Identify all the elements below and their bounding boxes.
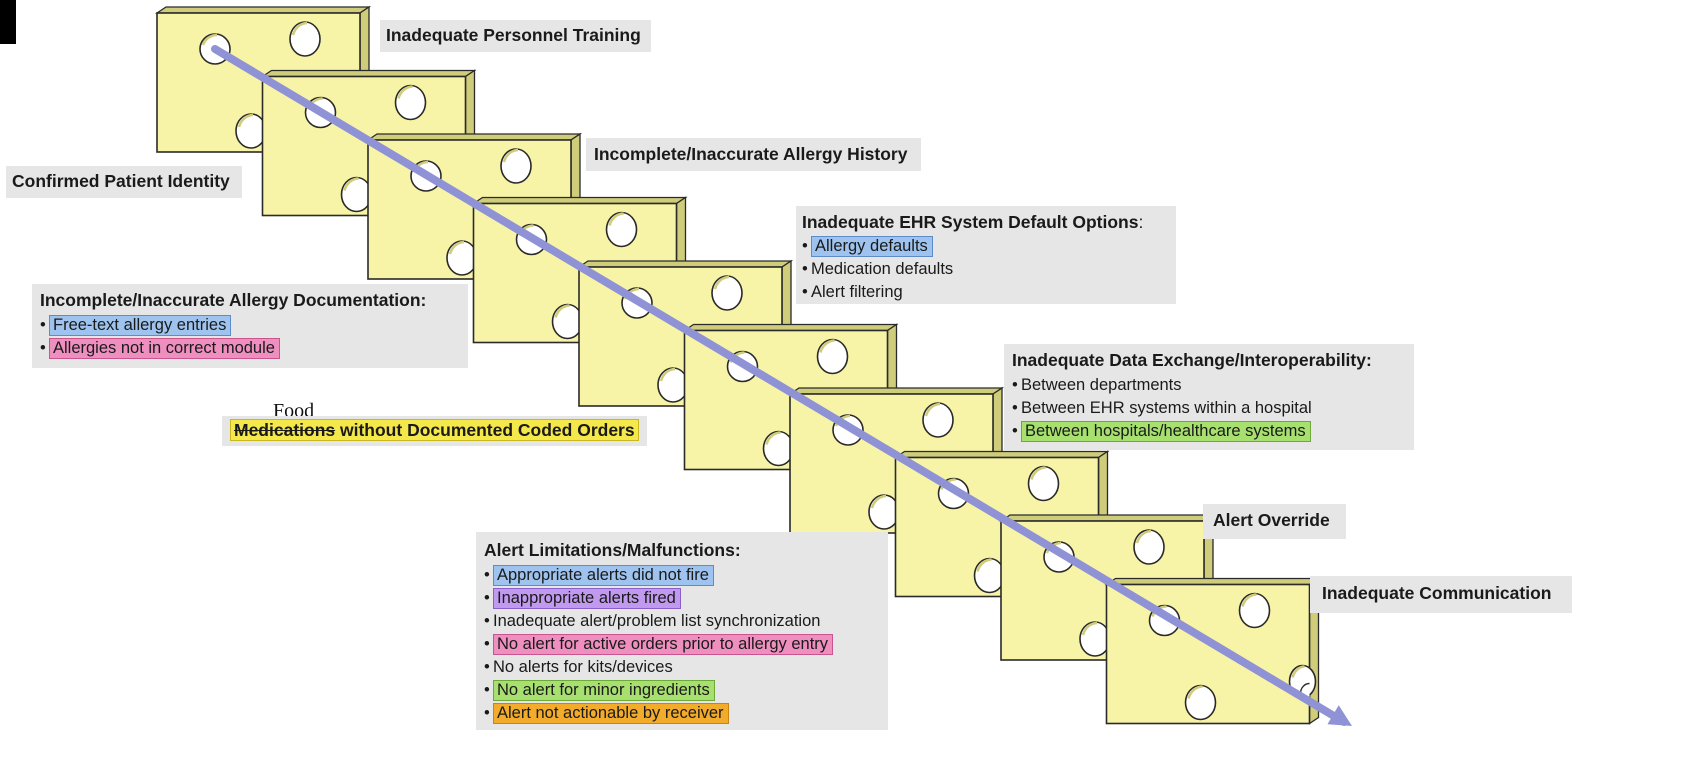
corner-mark [0,0,16,44]
list-item: •Alert not actionable by receiver [484,702,888,725]
cheese-hole [500,148,532,184]
label-ehr-defaults: Inadequate EHR System Default Options: •… [796,206,1176,304]
cheese-hole [605,211,638,248]
label-allergy-documentation: Incomplete/Inaccurate Allergy Documentat… [32,284,468,368]
list-item: •Inappropriate alerts fired [484,587,888,610]
list-item: •Free-text allergy entries [40,314,468,337]
list-item: •Medication defaults [802,260,954,278]
cheese-hole [1238,592,1271,629]
cheese-hole [973,557,1006,594]
label-communication: Inadequate Communication [1310,576,1572,613]
cheese-hole [1079,621,1111,657]
list-item: •No alert for minor ingredients [484,679,888,702]
cheese-hole [762,430,795,467]
label-patient-identity: Confirmed Patient Identity [6,166,242,198]
cheese-hole [340,176,373,213]
cheese-hole [922,402,954,438]
cheese-hole [1184,684,1217,721]
cheese-hole [816,338,849,375]
cheese-hole [868,494,900,530]
cheese-hole [235,113,267,149]
hazard-arrow [211,45,1348,726]
cheese-hole [446,240,478,276]
arrow-head [1327,705,1352,726]
list-item: •No alerts for kits/devices [484,658,673,676]
cheese-hole [289,21,321,57]
cheese-slice [1104,577,1321,725]
label-personnel-training: Inadequate Personnel Training [380,20,651,52]
cheese-hole [1027,465,1060,502]
label-alert-override: Alert Override [1203,504,1346,539]
cheese-hole [657,367,689,403]
list-item: •No alert for active orders prior to all… [484,633,888,656]
cheese-hole [1133,529,1165,565]
ehr-defaults-title: Inadequate EHR System Default Options [802,212,1139,232]
list-item: •Allergies not in correct module [40,337,468,360]
label-coded-orders: Medications without Documented Coded Ord… [222,416,647,446]
list-item: •Between departments [1012,376,1182,394]
list-item: •Allergy defaults [802,235,1170,258]
cheese-hole [711,275,743,311]
list-item: •Inadequate alert/problem list synchroni… [484,612,821,630]
list-item: •Appropriate alerts did not fire [484,564,888,587]
list-item: •Between hospitals/healthcare systems [1012,420,1414,443]
label-data-exchange: Inadequate Data Exchange/Interoperabilit… [1004,344,1414,450]
cheese-hole [551,303,584,340]
struck-word: Medications [234,420,336,440]
list-item: •Alert filtering [802,283,903,301]
list-item: •Between EHR systems within a hospital [1012,399,1312,417]
cheese-hole [394,84,427,121]
ehr-defaults-colon: : [1138,212,1144,232]
label-alert-limitations: Alert Limitations/Malfunctions: •Appropr… [476,532,888,730]
label-allergy-history: Incomplete/Inaccurate Allergy History [586,138,922,171]
